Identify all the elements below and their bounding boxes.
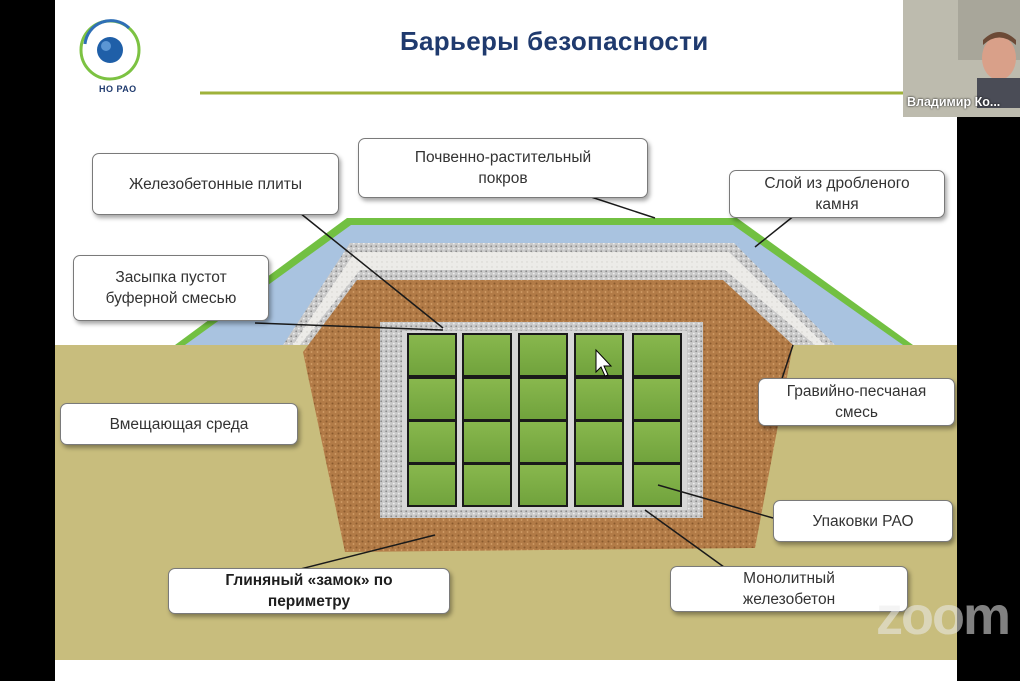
callout-text-line1: Засыпка пустот (115, 269, 227, 286)
callout-text-line1: Монолитный (743, 570, 835, 587)
package-grid (407, 333, 682, 507)
logo-icon (79, 19, 141, 81)
callout-text-line2: периметру (267, 593, 351, 610)
participant-name: Владимир Ко... (907, 95, 1001, 109)
zoom-watermark: zoom (876, 586, 1011, 646)
callout-text-line1: Почвенно-растительный (414, 149, 592, 166)
callout-reinforced-slabs: Железобетонные плиты (92, 153, 339, 215)
callout-text: Упаковки РАО (812, 512, 914, 530)
callout-crushed-stone: Слой из дробленого камня (729, 170, 945, 218)
callout-monolithic-concrete: Монолитный железобетон (670, 566, 908, 612)
callout-clay-lock: Глиняный «замок» по периметру (168, 568, 450, 614)
callout-host-medium: Вмещающая среда (60, 403, 298, 445)
callout-text-line2: камня (815, 196, 859, 213)
callout-text-line1: Глиняный «замок» по (225, 572, 393, 589)
callout-text-line1: Гравийно-песчаная (786, 383, 927, 400)
callout-buffer-fill: Засыпка пустот буферной смесью (73, 255, 269, 321)
callout-text-line2: буферной смесью (105, 290, 237, 307)
callout-text-line2: покров (478, 170, 528, 187)
participant-avatar-icon (903, 0, 1020, 117)
callout-text-line2: железобетон (742, 591, 836, 608)
callout-text-line2: смесь (835, 404, 878, 421)
slide-title: Барьеры безопасности (400, 26, 709, 56)
callout-text-line1: Слой из дробленого (764, 175, 910, 192)
callout-text: Вмещающая среда (109, 415, 249, 433)
callout-gravel-sand: Гравийно-песчаная смесь (758, 378, 955, 426)
participant-video[interactable] (903, 0, 1020, 117)
presentation-slide: Барьеры безопасности НО РАО Железобетонн… (55, 0, 957, 681)
logo-text: НО РАО (99, 84, 137, 94)
callout-text: Железобетонные плиты (129, 175, 302, 193)
barrier-diagram (55, 19, 957, 660)
callout-rao-packages: Упаковки РАО (773, 500, 953, 542)
callout-soil-cover: Почвенно-растительный покров (358, 138, 648, 198)
mouse-cursor-icon (595, 348, 613, 377)
